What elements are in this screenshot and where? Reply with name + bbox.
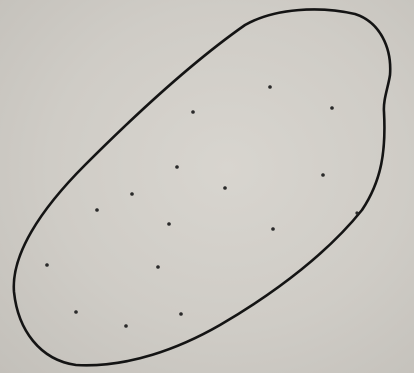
dot — [167, 222, 171, 226]
dot — [45, 263, 49, 267]
dot — [175, 165, 179, 169]
dot — [124, 324, 128, 328]
dot — [179, 312, 183, 316]
dot — [74, 310, 78, 314]
dot — [95, 208, 99, 212]
dot — [223, 186, 227, 190]
dot — [268, 85, 272, 89]
dot — [355, 211, 358, 214]
dot-group — [45, 85, 358, 328]
dot — [130, 192, 134, 196]
dot — [156, 265, 160, 269]
dot — [271, 227, 275, 231]
dot — [191, 110, 195, 114]
dot — [330, 106, 334, 110]
blob-outline — [14, 9, 390, 365]
dot — [321, 173, 325, 177]
